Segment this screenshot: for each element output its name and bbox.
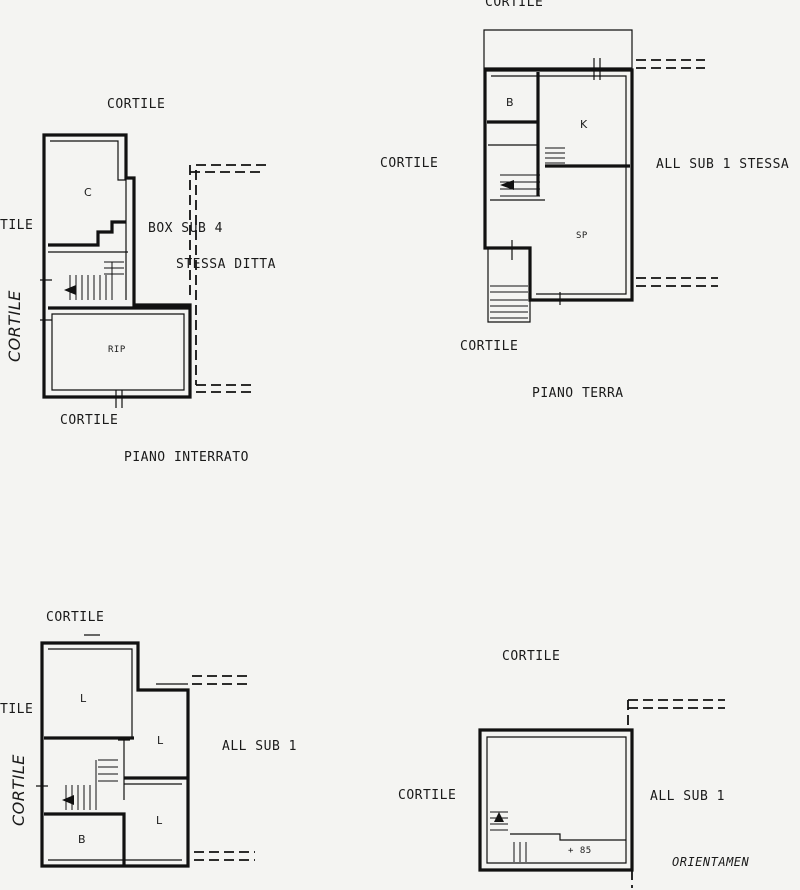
label-cortile-sottotetto-top: CORTILE (502, 649, 560, 664)
label-cortile-interrato-top: CORTILE (107, 97, 165, 112)
stair-arrow-sottotetto-icon (494, 812, 504, 822)
stair-interrato (69, 261, 124, 300)
stair-primo (65, 759, 118, 810)
label-all-sub1-sottotetto: ALL SUB 1 (650, 789, 725, 804)
plan-piano-primo (36, 634, 255, 868)
label-cortile-terra-bottom: CORTILE (460, 339, 518, 354)
label-cortile-interrato-vertical: CORTILE (5, 290, 24, 362)
label-all-sub1-primo: ALL SUB 1 (222, 739, 297, 754)
label-quota-85: + 85 (568, 846, 592, 856)
label-cortile-interrato-bottom: CORTILE (60, 413, 118, 428)
room-l-1: L (80, 692, 87, 705)
label-cortile-primo-vertical: CORTILE (9, 754, 28, 826)
room-c: C (84, 186, 92, 199)
label-piano-terra: PIANO TERRA (532, 386, 624, 401)
room-l-2: L (157, 734, 164, 747)
label-stessa-ditta: STESSA DITTA (176, 257, 276, 272)
label-cortile-terra-left: CORTILE (380, 156, 438, 171)
label-piano-interrato: PIANO INTERRATO (124, 450, 249, 465)
label-cortile-primo-top: CORTILE (46, 610, 104, 625)
room-rip: RIP (108, 345, 126, 355)
label-cortile-sottotetto-left: CORTILE (398, 788, 456, 803)
plan-piano-interrato (40, 133, 270, 408)
label-orientamento: ORIENTAMEN (672, 855, 750, 869)
label-cortile-primo-left: TILE (0, 702, 33, 717)
room-sp: SP (576, 231, 588, 241)
plan-sottotetto (478, 699, 725, 888)
label-cortile-terra-top: CORTILE (485, 0, 543, 10)
room-b-primo: B (78, 833, 86, 846)
label-all-sub1-stessa: ALL SUB 1 STESSA (656, 157, 789, 172)
stair-arrow-icon (64, 285, 76, 295)
stair-terra (490, 147, 565, 319)
stair-arrow-primo-icon (62, 795, 74, 805)
label-cortile-interrato-left: TILE (0, 218, 33, 233)
label-box-sub4: BOX SUB 4 (148, 221, 223, 236)
stair-arrow-terra-icon (500, 180, 514, 190)
room-l-3: L (156, 814, 163, 827)
room-b-terra: B (506, 96, 514, 109)
plan-piano-terra (483, 29, 718, 323)
room-k: K (580, 118, 588, 131)
